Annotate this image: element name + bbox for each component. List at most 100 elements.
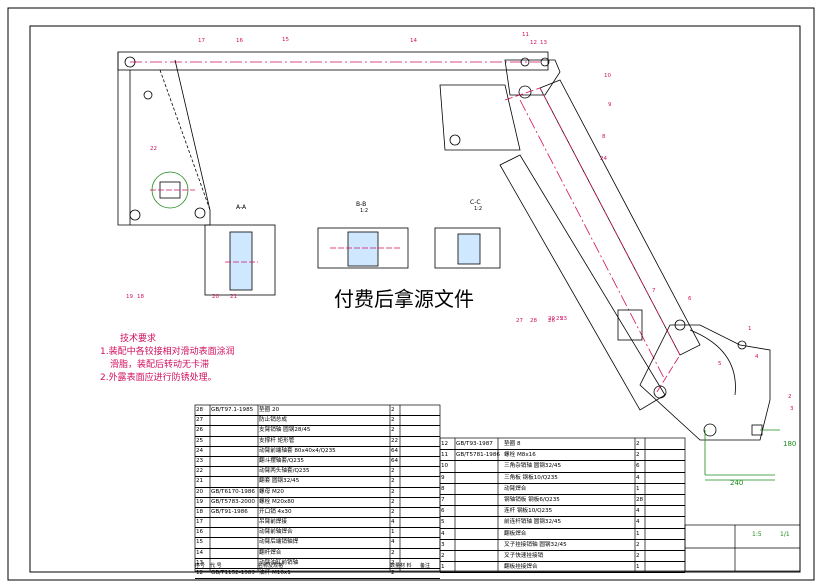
bom-cell-code: [455, 562, 503, 572]
bom-cell-code: [210, 559, 258, 568]
tech-line-1: 1.装配中各铰接相对滑动表面涂润: [100, 347, 235, 357]
bom-cell-code: GB/T91-1986: [211, 508, 248, 515]
bom-cell-code: [210, 549, 258, 558]
bom-cell-name: 垫圈 8: [504, 441, 521, 447]
hdr-note: 备注: [420, 563, 431, 569]
callout-23: 23: [560, 316, 567, 322]
callout-19: 19: [126, 294, 133, 300]
bom-cell-no: 24: [196, 447, 204, 454]
tech-line-3: 2.外露表面应进行防锈处理。: [100, 373, 217, 383]
bom-cell-name: 油杯 M10x1: [259, 570, 291, 576]
bom-cell-qty: 2: [636, 441, 640, 447]
callout-14: 14: [410, 38, 417, 44]
bom-cell-name: 叉子挂接销轴 圆钢32/45: [504, 541, 567, 548]
bom-cell-qty: 2: [391, 417, 395, 424]
callout-12: 12: [530, 40, 537, 46]
bom-cell-no: 18: [196, 508, 204, 515]
bom-cell-no: 27: [196, 417, 204, 424]
bom-cell-qty: 2: [391, 549, 395, 556]
bom-cell-code: [210, 528, 258, 537]
bom-cell-code: [455, 461, 503, 471]
section-views: [204, 224, 501, 296]
bom-cell-name: 动臂前轴焊合: [259, 529, 293, 536]
bom-cell-no: 25: [196, 437, 204, 444]
bom-cell-code: [210, 477, 258, 486]
callout-25: 25: [556, 316, 563, 322]
bom-cell-no: 19: [196, 498, 204, 505]
bom-cell-name: 支撑杆 矩形管: [259, 437, 295, 444]
bom-cell-code: [210, 447, 258, 456]
dimensions: [704, 429, 780, 481]
bom-cell-no: 17: [196, 519, 204, 526]
callout-17: 17: [198, 38, 205, 44]
callout-24: 24: [600, 156, 607, 162]
bom-cell-no: 16: [196, 529, 204, 536]
hdr-no: 序号: [195, 563, 206, 569]
bom-cell-qty: 1: [636, 564, 640, 571]
bom-cell-no: 11: [441, 452, 449, 459]
title-sheet: 1/1: [780, 531, 790, 538]
callout-28: 28: [530, 318, 537, 324]
section-cc-label: C-C: [470, 199, 481, 206]
bom-cell-qty: 2: [391, 508, 395, 515]
bom-cell-qty: 4: [636, 508, 640, 515]
bom-cell-no: 3: [441, 541, 445, 548]
bom-cell-name: 吊臂前焊接: [259, 519, 287, 526]
bom-cell-qty: 28: [636, 496, 644, 503]
callout-26: 26: [548, 318, 555, 324]
bom-cell-no: 14: [196, 549, 204, 556]
bom-cell-code: [210, 457, 258, 466]
bom-cell-code: [455, 473, 503, 483]
bom-cell-qty: 22: [391, 437, 399, 444]
bom-cell-name: 动臂焊合: [504, 485, 527, 492]
bom-cell-no: 9: [441, 474, 445, 481]
bom-cell-name: 动臂两头轴套/Q235: [259, 468, 310, 475]
table-row: 25 支撑杆 矩形管 22: [195, 437, 440, 447]
bom-cell-code: [210, 416, 258, 425]
hdr-qty: 数量: [390, 563, 401, 569]
bom-cell-qty: 6: [636, 463, 640, 470]
hdr-code: 代 号: [210, 563, 222, 569]
callout-13: 13: [540, 40, 547, 46]
bom-cell-no: 26: [196, 427, 204, 434]
section-bb-scale: 1:2: [360, 208, 369, 214]
callout-18: 18: [137, 294, 144, 300]
callout-1: 1: [748, 326, 752, 332]
bom-cell-name: 三角板 钢板10/Q235: [504, 474, 558, 481]
callout-4: 4: [755, 354, 759, 360]
bom-cell-no: 6: [441, 508, 445, 515]
callout-11: 11: [522, 32, 529, 38]
bom-cell-no: 2: [441, 552, 445, 559]
bom-cell-no: 5: [441, 519, 445, 526]
bom-cell-code: [455, 484, 503, 494]
bom-cell-name: 螺母 M20: [259, 488, 284, 495]
bom-cell-name: 钢轴销板 钢板6/Q235: [504, 496, 560, 503]
callout-20: 20: [212, 294, 219, 300]
bom-cell-code: [455, 495, 503, 505]
dimension-width: 240: [730, 479, 744, 487]
bom-cell-code: GB/T6170-1986: [211, 488, 255, 495]
bom-cell-code: [455, 506, 503, 516]
bom-cell-code: GB/T5781-1986: [456, 452, 500, 459]
bom-cell-qty: 2: [636, 452, 640, 459]
callout-29: 29: [548, 316, 555, 322]
title-scale: 1:5: [752, 531, 762, 538]
bom-cell-qty: 2: [391, 498, 395, 505]
hdr-mat: 材 料: [400, 563, 412, 569]
tech-title: 技术要求: [120, 334, 157, 344]
bom-cell-code: [210, 426, 258, 435]
bom-cell-qty: 4: [636, 519, 640, 526]
